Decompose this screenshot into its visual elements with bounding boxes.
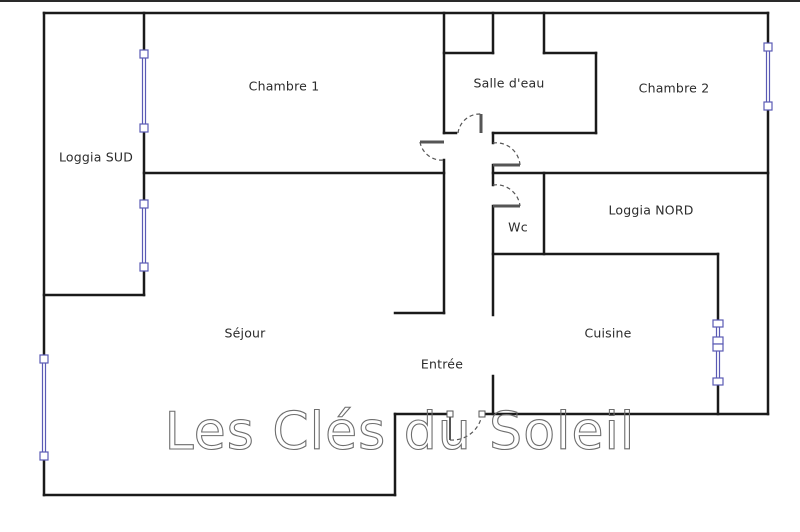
door-arc-entry (449, 413, 483, 441)
window-loggia-sud-lower (139, 199, 149, 272)
window-cuisine (712, 319, 724, 386)
door-arc-chambre1 (419, 141, 445, 161)
door-leaves (420, 114, 520, 440)
room-label-sejour: Séjour (224, 325, 266, 341)
window-loggia-sud-upper (139, 49, 149, 133)
door-arc-sde (457, 113, 482, 134)
door-arc-wc (492, 184, 521, 207)
door-arcs (419, 113, 521, 441)
top-border-line (0, 0, 800, 2)
room-label-salle-deau: Salle d'eau (473, 75, 545, 91)
window-chambre-2 (763, 42, 773, 111)
room-label-loggia-nord: Loggia NORD (608, 202, 694, 218)
room-label-entree: Entrée (420, 356, 464, 372)
window-sejour (39, 354, 49, 461)
room-label-wc: Wc (508, 219, 528, 235)
room-label-cuisine: Cuisine (584, 325, 632, 341)
entry-door-hinges (446, 410, 486, 418)
walls (42, 11, 770, 497)
door-arc-chambre2 (492, 142, 521, 166)
room-label-loggia-sud: Loggia SUD (58, 149, 134, 165)
windows (39, 42, 773, 461)
room-label-chambre-2: Chambre 2 (638, 80, 710, 96)
room-label-chambre-1: Chambre 1 (248, 78, 320, 94)
